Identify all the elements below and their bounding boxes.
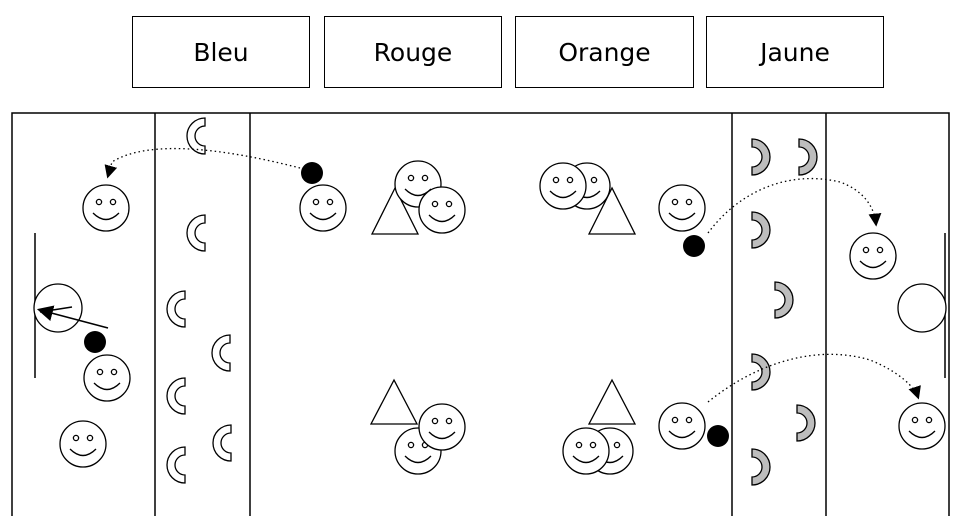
shield-icon bbox=[166, 377, 186, 415]
shield-icon bbox=[751, 448, 771, 486]
goal-circle-icon bbox=[33, 283, 83, 333]
cones bbox=[369, 186, 637, 425]
left-shields bbox=[166, 117, 232, 484]
shield-icon bbox=[211, 334, 231, 372]
smiley-player-icon bbox=[83, 354, 131, 402]
smiley-player-icon bbox=[539, 162, 587, 210]
shield-icon bbox=[166, 446, 186, 484]
shield-icon bbox=[798, 138, 818, 176]
team-button-bleu[interactable]: Bleu bbox=[132, 16, 310, 88]
shield-icon bbox=[751, 138, 771, 176]
balls bbox=[84, 162, 729, 447]
shield-icon bbox=[212, 424, 232, 462]
shield-icon bbox=[186, 214, 206, 252]
cone-triangle-icon bbox=[587, 186, 637, 235]
smiley-player-icon bbox=[418, 186, 466, 234]
team-button-jaune[interactable]: Jaune bbox=[706, 16, 884, 88]
right-goal bbox=[897, 233, 947, 378]
right-shields bbox=[751, 138, 818, 486]
shot-arrow bbox=[36, 305, 109, 329]
team-button-orange[interactable]: Orange bbox=[515, 16, 694, 88]
cone-triangle-icon bbox=[370, 186, 420, 235]
smiley-player-icon bbox=[898, 402, 946, 450]
ball-icon bbox=[301, 162, 323, 184]
smiley-player-icon bbox=[849, 232, 897, 280]
cone-triangle-icon bbox=[369, 378, 419, 425]
smiley-player-icon bbox=[82, 184, 130, 232]
shield-icon bbox=[774, 281, 794, 319]
ball-icon bbox=[707, 425, 729, 447]
smiley-player-icon bbox=[562, 427, 610, 475]
shield-icon bbox=[166, 290, 186, 328]
smiley-player-icon bbox=[418, 403, 466, 451]
field-lines bbox=[11, 112, 950, 516]
smiley-player-icon bbox=[299, 184, 347, 232]
cone-triangle-icon bbox=[587, 378, 637, 425]
left-goal bbox=[33, 233, 83, 378]
team-button-rouge[interactable]: Rouge bbox=[324, 16, 502, 88]
smiley-player-icon bbox=[658, 402, 706, 450]
shield-icon bbox=[186, 117, 206, 155]
smiley-player-icon bbox=[59, 420, 107, 468]
smiley-player-icon bbox=[658, 184, 706, 232]
shield-icon bbox=[796, 404, 816, 442]
ball-icon bbox=[683, 235, 705, 257]
movement-arrows bbox=[104, 147, 921, 403]
ball-icon bbox=[84, 331, 106, 353]
goal-circle-icon bbox=[897, 283, 947, 333]
shield-icon bbox=[751, 211, 771, 249]
